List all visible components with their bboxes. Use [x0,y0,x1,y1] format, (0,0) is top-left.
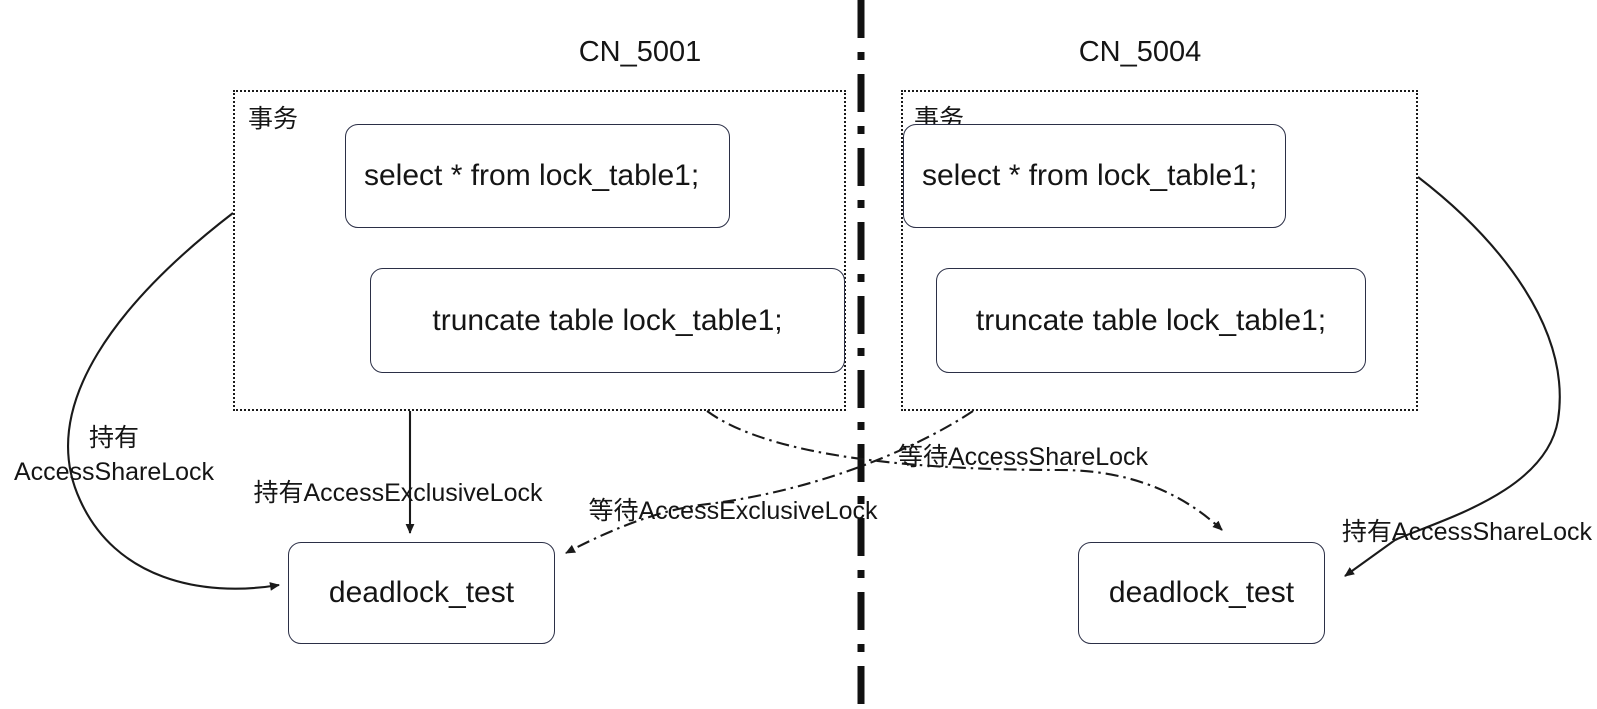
statement-box-left-select[interactable]: select * from lock_table1; [345,124,730,228]
edge-wait-access-exclusive-lock [565,410,974,554]
statement-box-left-truncate[interactable]: truncate table lock_table1; [370,268,845,373]
edge-label-wait-access-exclusive-lock: 等待AccessExclusiveLock [588,497,878,525]
table-node-right-deadlock-test[interactable]: deadlock_test [1078,542,1325,644]
edge-label-left-hold-access-share-lock-line2: AccessShareLock [13,458,215,486]
statement-box-right-select[interactable]: select * from lock_table1; [903,124,1286,228]
node-title-right: CN_5004 [1078,36,1202,68]
edge-label-wait-access-share-lock: 等待AccessShareLock [897,443,1149,471]
edge-label-right-hold-access-share-lock: 持有AccessShareLock [1341,518,1592,546]
transaction-label-left: 事务 [248,105,299,133]
transaction-container-left [233,90,846,411]
statement-box-right-truncate[interactable]: truncate table lock_table1; [936,268,1366,373]
node-title-left: CN_5001 [578,36,702,68]
table-node-left-deadlock-test[interactable]: deadlock_test [288,542,555,644]
edge-label-left-hold-access-exclusive-lock: 持有AccessExclusiveLock [253,479,543,507]
transaction-container-right [901,90,1418,411]
edge-label-left-hold-access-share-lock-line1: 持有 [88,424,140,452]
